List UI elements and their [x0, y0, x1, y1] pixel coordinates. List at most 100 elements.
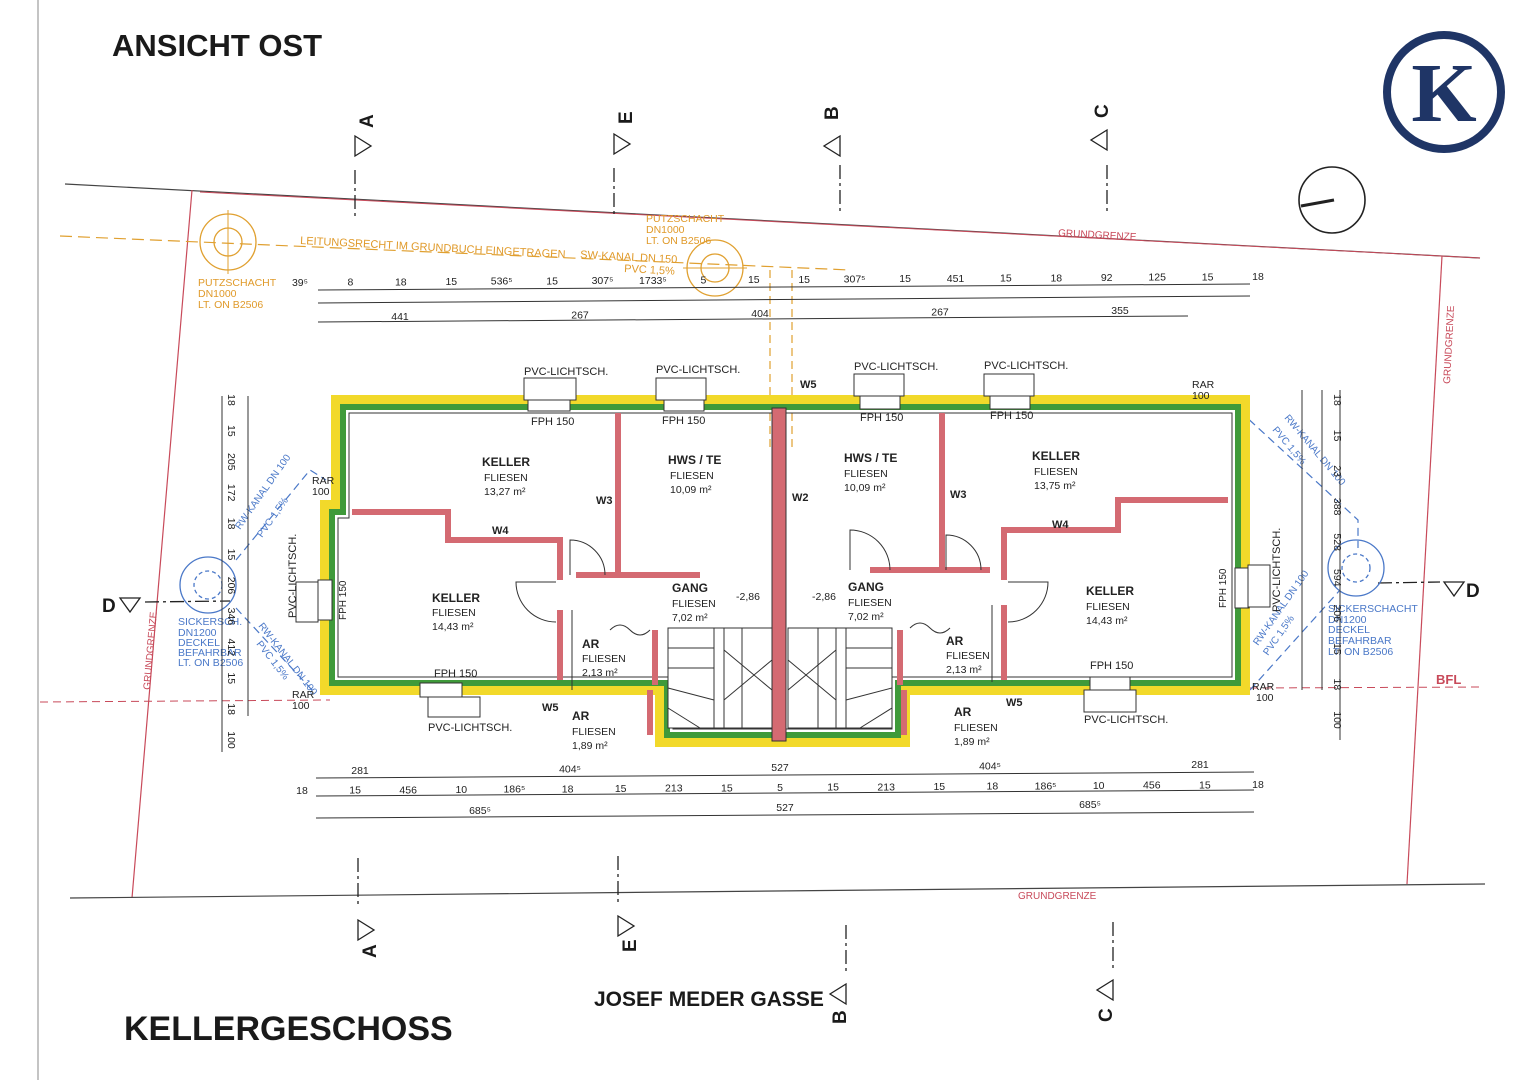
fph-label-5: FPH 150: [434, 668, 477, 680]
dimension-label: 15: [225, 549, 237, 561]
dimension-label: 125: [1148, 272, 1166, 284]
section-marker-d-right: D: [1377, 581, 1480, 602]
street-name: JOSEF MEDER GASSE: [594, 988, 824, 1011]
room-hws-te-1: HWS / TE FLIESEN 10,09 m²: [668, 453, 721, 496]
svg-text:E: E: [616, 111, 637, 124]
dimension-label: 15: [225, 672, 237, 684]
dimension-label: 92: [1101, 272, 1113, 284]
dimension-label: 15: [933, 781, 945, 793]
svg-text:A: A: [357, 114, 378, 128]
light-shaft-windows: [295, 373, 1271, 718]
boundary-label-left: GRUNDGRENZE: [142, 611, 160, 690]
dimension-label: 404⁵: [559, 764, 581, 776]
boundary-label-bottom: GRUNDGRENZE: [1018, 891, 1097, 902]
dimension-label: 10: [1093, 780, 1105, 792]
dimension-label: 15: [615, 783, 627, 795]
dimension-label: 15: [827, 782, 839, 794]
svg-text:DN1000: DN1000: [646, 224, 685, 236]
dimension-label: 18: [562, 783, 574, 795]
fph-label-7: FPH 150: [338, 580, 349, 620]
dimension-label: 456: [1143, 780, 1161, 792]
dimension-label: 18: [395, 276, 407, 288]
section-marker-b-bottom: B: [828, 925, 851, 1024]
wall-label-w3-left: W3: [596, 495, 613, 507]
svg-text:14,43 m²: 14,43 m²: [432, 621, 474, 633]
svg-text:PUTZSCHACHT: PUTZSCHACHT: [646, 213, 725, 225]
section-marker-c-top: C: [1089, 104, 1113, 215]
dimension-label: 307⁵: [592, 275, 614, 287]
svg-text:FLIESEN: FLIESEN: [954, 722, 998, 734]
svg-text:AR: AR: [572, 709, 590, 723]
rar-value-tr: 100: [1192, 390, 1210, 402]
section-marker-b-top: B: [822, 106, 843, 215]
svg-text:PUTZSCHACHT: PUTZSCHACHT: [198, 277, 277, 289]
room-gang-2: GANG FLIESEN 7,02 m²: [848, 580, 892, 623]
dimension-label: 18: [225, 518, 237, 530]
svg-text:7,02 m²: 7,02 m²: [848, 611, 884, 623]
party-wall: [771, 407, 787, 742]
room-ar-4: AR FLIESEN 1,89 m²: [954, 705, 998, 748]
wall-label-w4-right: W4: [1052, 519, 1069, 531]
soakaway-shaft-right: SICKERSCHACHT DN1200 DECKEL BEFAHRBAR LT…: [1327, 539, 1418, 658]
dimension-label: 15: [445, 276, 457, 288]
room-keller-2: KELLER FLIESEN 13,75 m²: [1032, 449, 1080, 492]
svg-text:SICKERSCH.: SICKERSCH.: [178, 616, 242, 628]
sewer-gradient: PVC 1,5%: [624, 263, 676, 278]
dimension-label: 5: [700, 275, 706, 287]
svg-text:FLIESEN: FLIESEN: [1086, 601, 1130, 613]
room-ar-2: AR FLIESEN 2,13 m²: [946, 634, 990, 676]
svg-text:FLIESEN: FLIESEN: [572, 726, 616, 738]
wall-label-w4-left: W4: [492, 525, 509, 537]
svg-text:RW-KANAL DN 100: RW-KANAL DN 100: [233, 452, 293, 531]
svg-text:LT. ON B2506: LT. ON B2506: [198, 299, 263, 311]
svg-text:DN1000: DN1000: [198, 288, 237, 300]
rar-label-br: RAR: [1252, 681, 1275, 693]
dimension-label: 5: [777, 782, 783, 794]
svg-text:HWS / TE: HWS / TE: [668, 453, 721, 467]
svg-text:7,02 m²: 7,02 m²: [672, 612, 708, 624]
svg-text:A: A: [360, 944, 381, 958]
dimension-label: 206: [1331, 605, 1343, 623]
light-shaft-label-4: PVC-LICHTSCH.: [984, 360, 1068, 372]
svg-text:DECKEL: DECKEL: [1328, 624, 1370, 636]
dimension-label: 456: [399, 784, 417, 796]
dimension-label: 404: [751, 308, 769, 320]
section-marker-a-top: A: [354, 114, 378, 220]
svg-text:14,43 m²: 14,43 m²: [1086, 615, 1128, 627]
svg-text:KELLER: KELLER: [432, 591, 480, 605]
wall-label-w3-right: W3: [950, 489, 967, 501]
dimension-label: 15: [1202, 271, 1214, 283]
view-title: ANSICHT OST: [112, 28, 322, 63]
company-logo: K: [1383, 31, 1505, 153]
svg-text:1,89 m²: 1,89 m²: [954, 736, 990, 748]
dimension-label: 594: [1331, 569, 1343, 587]
svg-text:10,09 m²: 10,09 m²: [670, 484, 712, 496]
svg-text:B: B: [830, 1010, 851, 1024]
dimension-label: 15: [349, 785, 361, 797]
level-mark-left: -2,86: [736, 591, 760, 603]
section-marker-c-bottom: C: [1095, 922, 1117, 1022]
svg-text:DECKEL: DECKEL: [178, 637, 220, 649]
rar-label-bl: RAR: [292, 689, 315, 701]
svg-text:1,89 m²: 1,89 m²: [572, 740, 608, 752]
dimension-label: 15: [798, 274, 810, 286]
svg-text:DN1200: DN1200: [1328, 614, 1367, 626]
dimension-label: 15: [899, 273, 911, 285]
svg-text:FLIESEN: FLIESEN: [844, 468, 888, 480]
dimension-label: 346: [225, 608, 237, 626]
svg-text:13,27 m²: 13,27 m²: [484, 486, 526, 498]
dimension-label: 18: [1331, 679, 1343, 691]
dimension-label: 172: [225, 484, 237, 502]
dimension-label: 206: [225, 577, 237, 595]
svg-text:FLIESEN: FLIESEN: [432, 607, 476, 619]
svg-text:2,13 m²: 2,13 m²: [582, 667, 618, 679]
dimension-label: 527: [771, 762, 789, 774]
bfl-label: BFL: [1436, 672, 1461, 687]
svg-text:FLIESEN: FLIESEN: [1034, 466, 1078, 478]
dimension-label: 15: [721, 782, 733, 794]
dimension-label: 39⁵: [292, 277, 308, 289]
dimension-label: 100: [225, 731, 237, 749]
dimension-label: 213: [877, 781, 895, 793]
light-shaft-label-2: PVC-LICHTSCH.: [656, 364, 740, 376]
rar-label-tr: RAR: [1192, 379, 1215, 391]
